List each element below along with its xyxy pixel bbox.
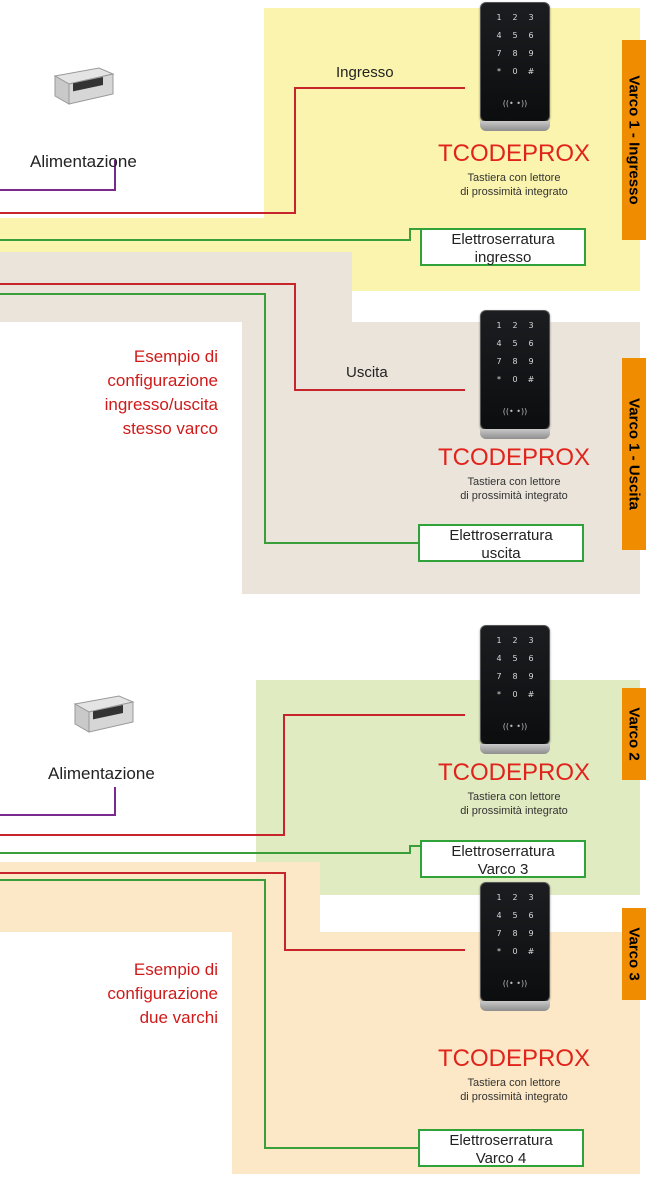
power-supply-label: Alimentazione: [30, 152, 137, 171]
wire-lock-ingresso: [0, 228, 420, 241]
example-line: configurazione: [107, 984, 218, 1003]
tag-varco-2: Varco 2: [622, 688, 646, 780]
wire-lock-varco-2: [0, 845, 420, 854]
tag-varco-1-uscita: Varco 1 - Uscita: [622, 358, 646, 550]
power-supply-label: Alimentazione: [48, 764, 155, 783]
product-title: TCODEPROX: [437, 759, 590, 786]
tag-varco-1-ingresso: Varco 1 - Ingresso: [622, 40, 646, 240]
power-supply-image: [73, 695, 135, 733]
wire-label-ingresso: Ingresso: [336, 64, 394, 81]
wire-data-varco-2: [0, 714, 465, 836]
wire-label-uscita: Uscita: [346, 364, 388, 381]
product-title: TCODEPROX: [437, 140, 590, 167]
wire-data-uscita: [0, 283, 465, 391]
wire-data-ingresso: [0, 87, 465, 214]
example-line: Esempio di: [133, 347, 218, 366]
example-line: due varchi: [139, 1008, 218, 1027]
zone-varco-1-ingresso-notch: [0, 8, 264, 218]
wire-power-2: [0, 787, 116, 816]
power-supply-image: [53, 67, 115, 105]
wire-data-varco-3: [0, 872, 465, 951]
tag-varco-3: Varco 3: [622, 908, 646, 1000]
wire-power-1: [0, 160, 116, 191]
example-line: Esempio di: [133, 960, 218, 979]
zone-varco-1-uscita: [0, 252, 352, 322]
wire-lock-uscita: [0, 293, 418, 544]
product-title: TCODEPROX: [437, 1045, 590, 1072]
example-line: configurazione: [107, 371, 218, 390]
product-title: TCODEPROX: [437, 444, 590, 471]
wire-lock-varco-3: [0, 879, 418, 1149]
example-caption-due-varchi: Esempio di configurazione due varchi: [18, 958, 218, 1030]
example-caption-ingresso-uscita: Esempio di configurazione ingresso/uscit…: [18, 345, 218, 441]
example-line: stesso varco: [122, 419, 218, 438]
example-line: ingresso/uscita: [104, 395, 218, 414]
